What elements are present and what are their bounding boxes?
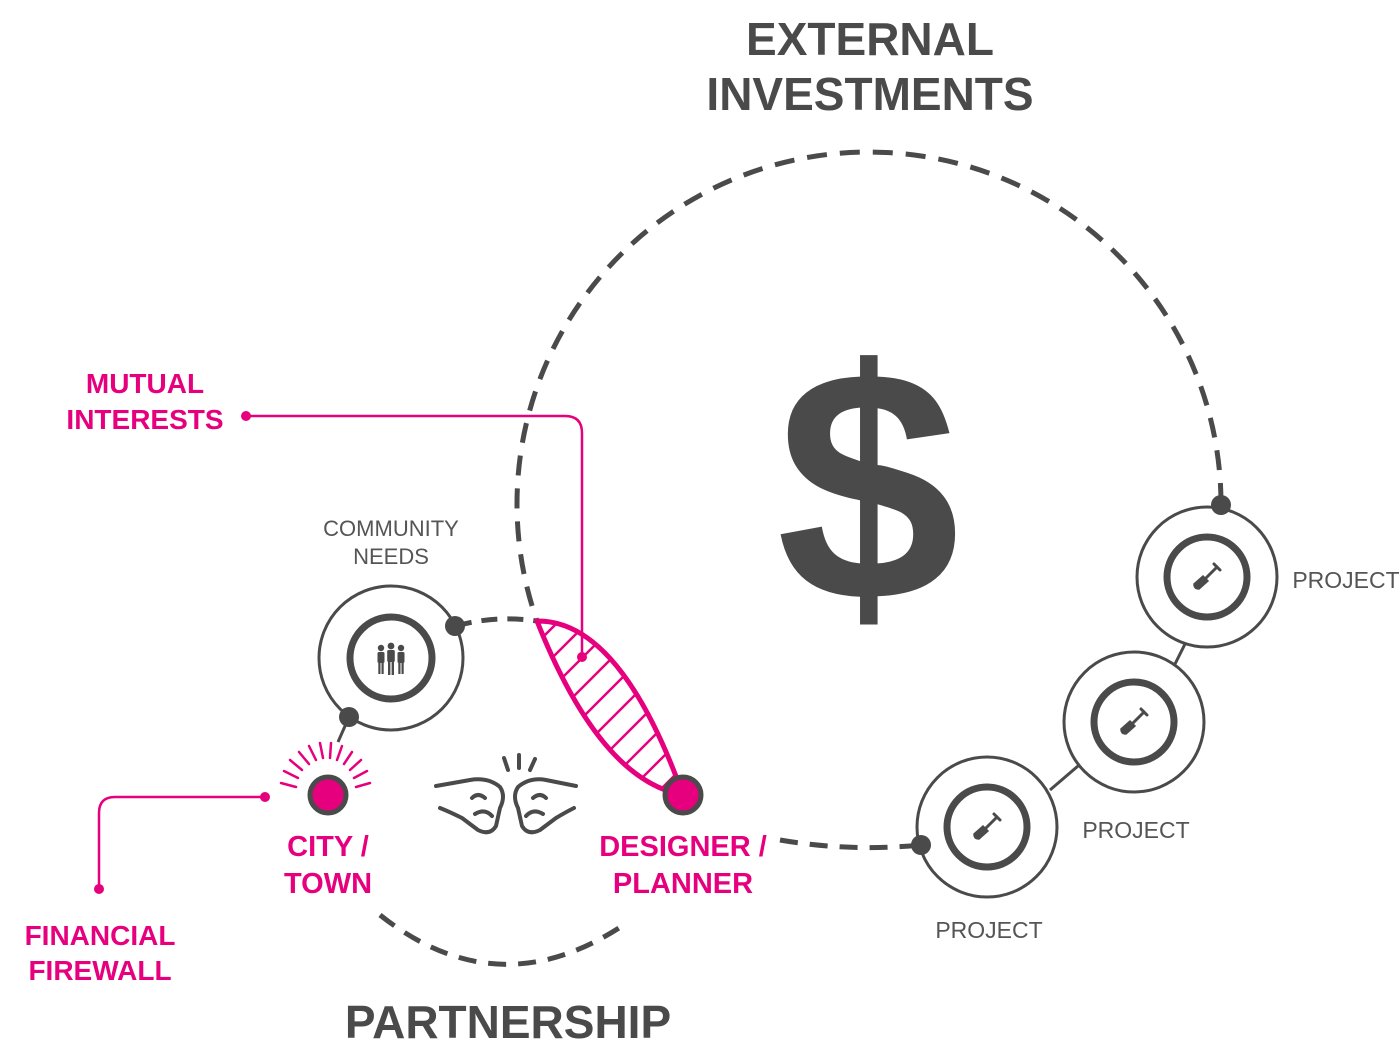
project-label-top: PROJECT: [1292, 567, 1399, 593]
fist-bump-icon: [434, 753, 578, 835]
city-town-label-1: CITY /: [287, 831, 369, 863]
financial-firewall-dot-end: [260, 792, 270, 802]
dollar-sign-icon: $: [776, 301, 960, 670]
project-top-dot: [1211, 495, 1231, 515]
partnership-title: PARTNERSHIP: [345, 996, 671, 1047]
shovel-icon: [1193, 562, 1222, 590]
project-node-top: [1135, 505, 1279, 649]
designer-planner-label-1: DESIGNER /: [599, 831, 767, 863]
mutual-interests-leader: [246, 414, 584, 657]
external-title-line2: INVESTMENTS: [706, 68, 1033, 120]
project-label-bottom: PROJECT: [935, 917, 1042, 943]
partnership-arc-bottom: [378, 913, 630, 967]
mutual-interests-dot: [241, 411, 251, 421]
financial-firewall-label-1: FINANCIAL: [25, 920, 176, 951]
financial-firewall-leader: [97, 795, 265, 889]
financial-firewall-label-2: FIREWALL: [28, 955, 171, 986]
project-node-middle: [1062, 650, 1206, 794]
shovel-icon: [1120, 707, 1149, 735]
designer-planner-label-2: PLANNER: [613, 868, 753, 900]
city-town-node: [307, 774, 349, 816]
community-needs-node: [317, 584, 465, 732]
external-title-line1: EXTERNAL: [746, 13, 994, 65]
mutual-interests-label-1: MUTUAL: [86, 368, 204, 399]
project-label-middle: PROJECT: [1082, 817, 1189, 843]
designer-to-project-line: [779, 837, 922, 851]
financial-firewall-dot-start: [94, 884, 104, 894]
mutual-interests-overlap: [534, 618, 686, 798]
external-investments-circle: [514, 149, 1224, 622]
community-needs-label-1: COMMUNITY: [323, 516, 459, 541]
project-node-bottom: [915, 755, 1059, 899]
designer-planner-node: [662, 774, 704, 816]
city-town-label-2: TOWN: [284, 868, 372, 900]
community-needs-label-2: NEEDS: [353, 544, 429, 569]
community-to-designer-arc: [455, 616, 538, 629]
project-bottom-dot: [911, 835, 931, 855]
mutual-interests-label-2: INTERESTS: [66, 404, 223, 435]
people-icon: [377, 642, 405, 675]
community-node-dot-right: [445, 616, 465, 636]
community-node-dot-bottom: [339, 707, 359, 727]
shovel-icon: [973, 812, 1002, 840]
city-burst-icon: [279, 741, 372, 789]
